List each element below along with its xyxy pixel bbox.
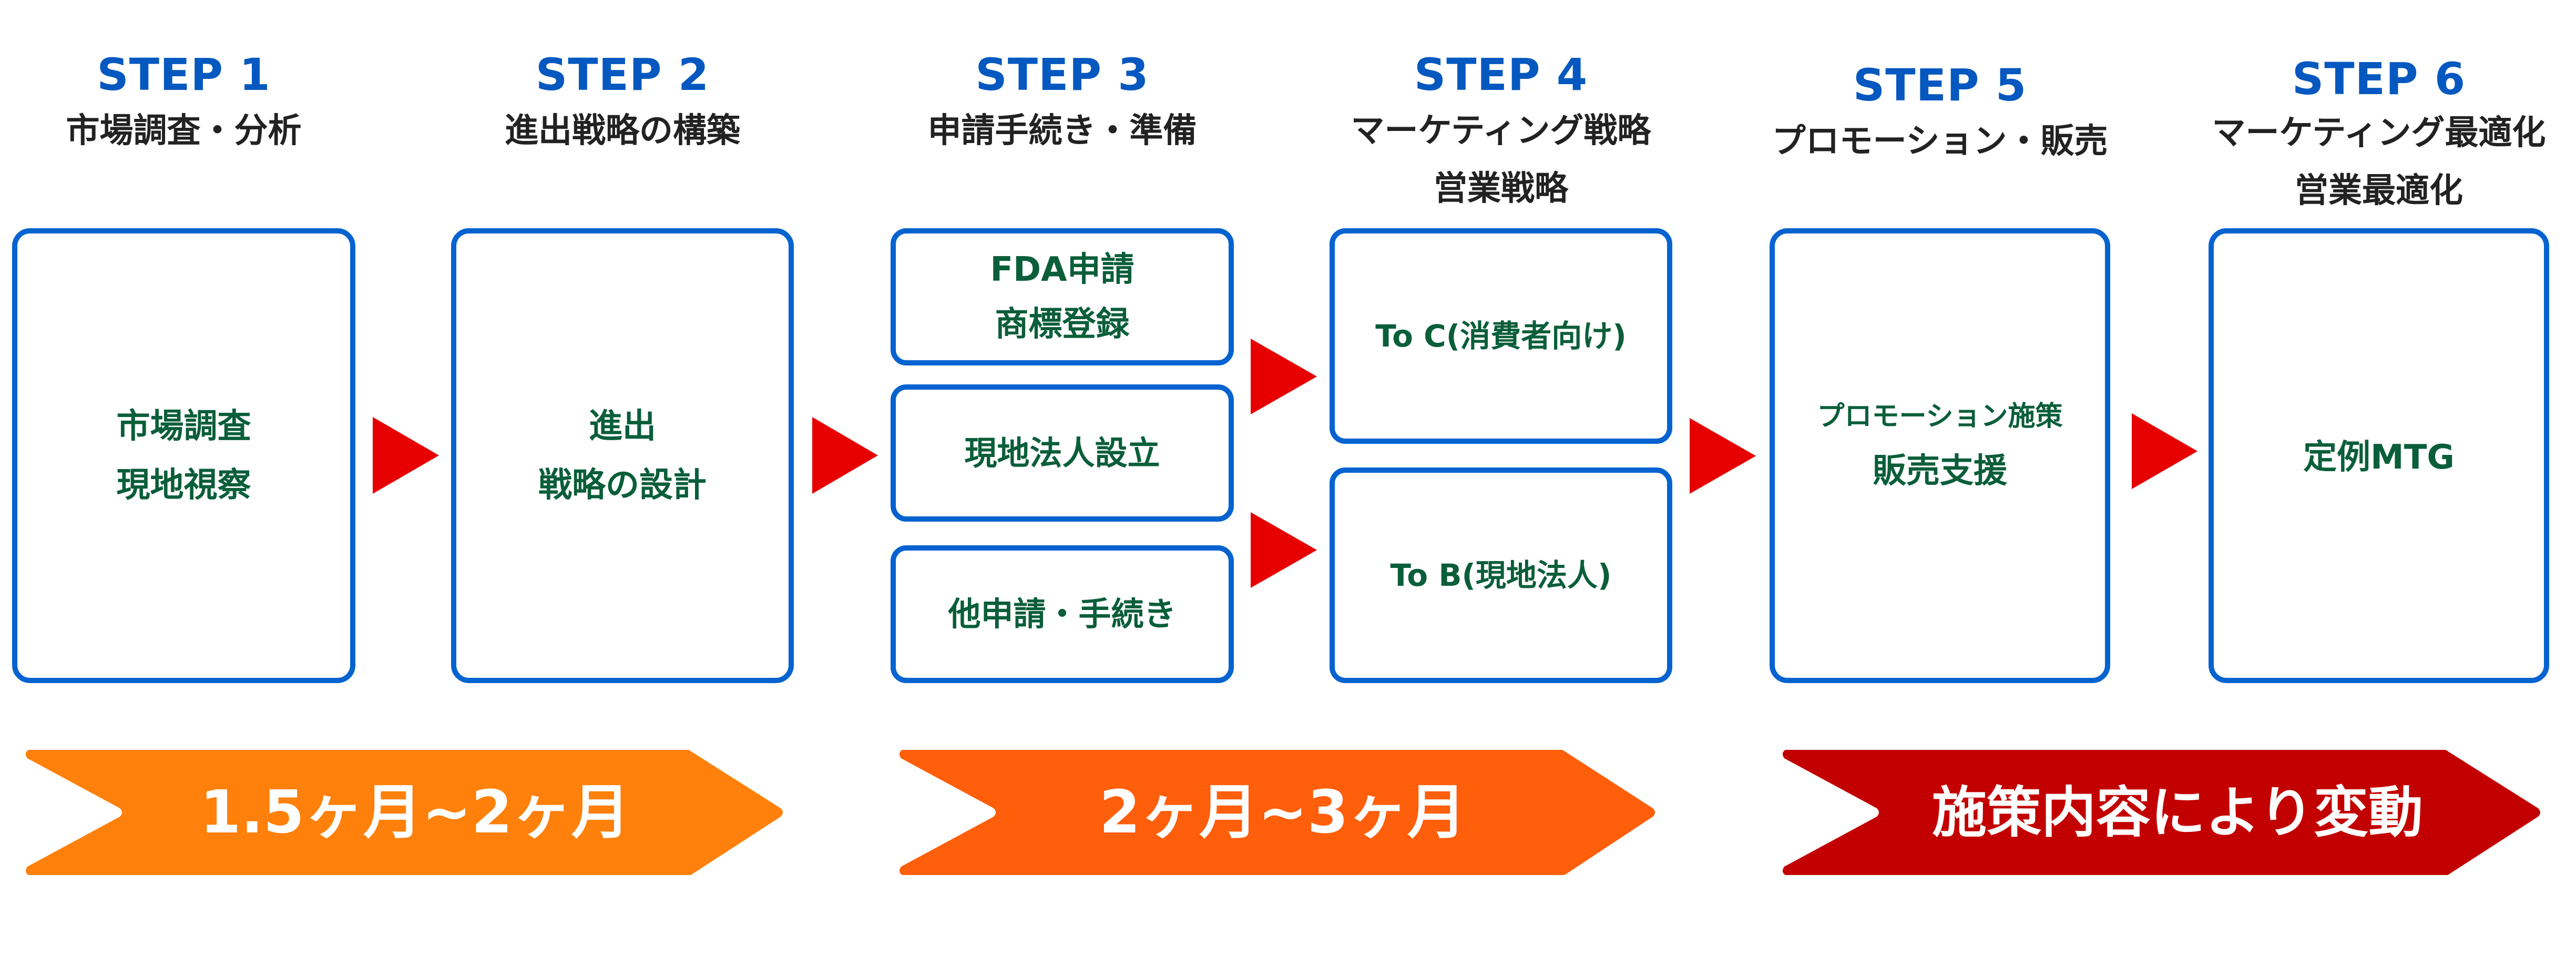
triangle-right-icon	[1251, 512, 1317, 588]
timeline-banner-2-label: 2ヶ月~3ヶ月	[1099, 778, 1466, 847]
step-5-label: STEP 5	[1853, 59, 2027, 111]
step-3-box-fda-trademark: FDA申請 商標登録	[891, 228, 1234, 365]
triangle-right-icon	[2132, 413, 2197, 489]
step-2-label: STEP 2	[535, 49, 710, 100]
step-3-label: STEP 3	[975, 49, 1149, 100]
step-3-box-local-entity: 現地法人設立	[891, 384, 1234, 522]
step-6-subtitle-line-1: マーケティング最適化	[2212, 114, 2546, 152]
step-4-label: STEP 4	[1414, 49, 1588, 100]
step-5-box-line-2: 販売支援	[1873, 452, 2007, 491]
step-2-box: 進出 戦略の設計	[451, 228, 794, 683]
step-6-box-line-1: 定例MTG	[2303, 438, 2455, 477]
triangle-right-icon	[812, 417, 878, 494]
triangle-right-icon	[373, 417, 439, 494]
step-5-subtitle: プロモーション・販売	[1772, 122, 2108, 161]
step-4-box-to-c: To C(消費者向け)	[1330, 228, 1672, 444]
step-1-subtitle: 市場調査・分析	[66, 111, 302, 150]
chevron-shape-icon	[899, 750, 1655, 875]
triangle-right-icon	[1690, 418, 1756, 494]
step-1-header: STEP 1 市場調査・分析	[12, 53, 355, 160]
step-2-header: STEP 2 進出戦略の構築	[451, 53, 794, 160]
step-4-subtitle-line-2: 営業戦略	[1434, 169, 1568, 208]
timeline-banner-3-label: 施策内容により変動	[1932, 780, 2423, 845]
chevron-shape-icon	[25, 750, 783, 875]
timeline-banner-1: 1.5ヶ月~2ヶ月	[25, 750, 784, 875]
timeline-banner-3: 施策内容により変動	[1782, 750, 2541, 875]
step-2-subtitle: 進出戦略の構築	[505, 111, 740, 150]
step-2-box-line-2: 戦略の設計	[538, 465, 707, 505]
step-2-box-line-1: 進出	[589, 406, 656, 446]
step-5-header: STEP 5 プロモーション・販売	[1770, 63, 2110, 170]
step-6-subtitle-line-2: 営業最適化	[2295, 171, 2463, 210]
step-5-box: プロモーション施策 販売支援	[1770, 228, 2110, 683]
step-3-box-3-line-1: 他申請・手続き	[948, 595, 1177, 633]
step-1-box-line-1: 市場調査	[116, 406, 251, 446]
timeline-banner-1-label: 1.5ヶ月~2ヶ月	[200, 778, 630, 847]
step-4-box-2-line-1: To B(現地法人)	[1390, 557, 1612, 593]
step-3-box-2-line-1: 現地法人設立	[964, 433, 1160, 472]
step-6-header: STEP 6 マーケティング最適化 営業最適化	[2187, 57, 2570, 220]
step-3-box-1-line-2: 商標登録	[995, 304, 1130, 344]
step-1-box-line-2: 現地視察	[116, 465, 251, 505]
step-3-box-1-line-1: FDA申請	[990, 250, 1134, 289]
step-3-box-other-procedures: 他申請・手続き	[891, 545, 1234, 683]
step-6-box: 定例MTG	[2209, 228, 2549, 683]
step-5-box-line-1: プロモーション施策	[1817, 401, 2063, 432]
step-4-header: STEP 4 マーケティング戦略 営業戦略	[1330, 53, 1672, 218]
step-4-box-to-b: To B(現地法人)	[1330, 467, 1672, 683]
step-1-box: 市場調査 現地視察	[12, 228, 355, 683]
triangle-right-icon	[1251, 339, 1317, 414]
step-4-box-1-line-1: To C(消費者向け)	[1375, 318, 1627, 354]
timeline-banner-2: 2ヶ月~3ヶ月	[899, 750, 1656, 875]
step-1-label: STEP 1	[97, 49, 271, 100]
step-3-subtitle: 申請手続き・準備	[927, 111, 1197, 150]
chevron-shape-icon	[1782, 750, 2540, 875]
step-6-label: STEP 6	[2292, 53, 2466, 105]
step-3-header: STEP 3 申請手続き・準備	[891, 53, 1234, 160]
step-4-subtitle-line-1: マーケティング戦略	[1351, 111, 1651, 150]
